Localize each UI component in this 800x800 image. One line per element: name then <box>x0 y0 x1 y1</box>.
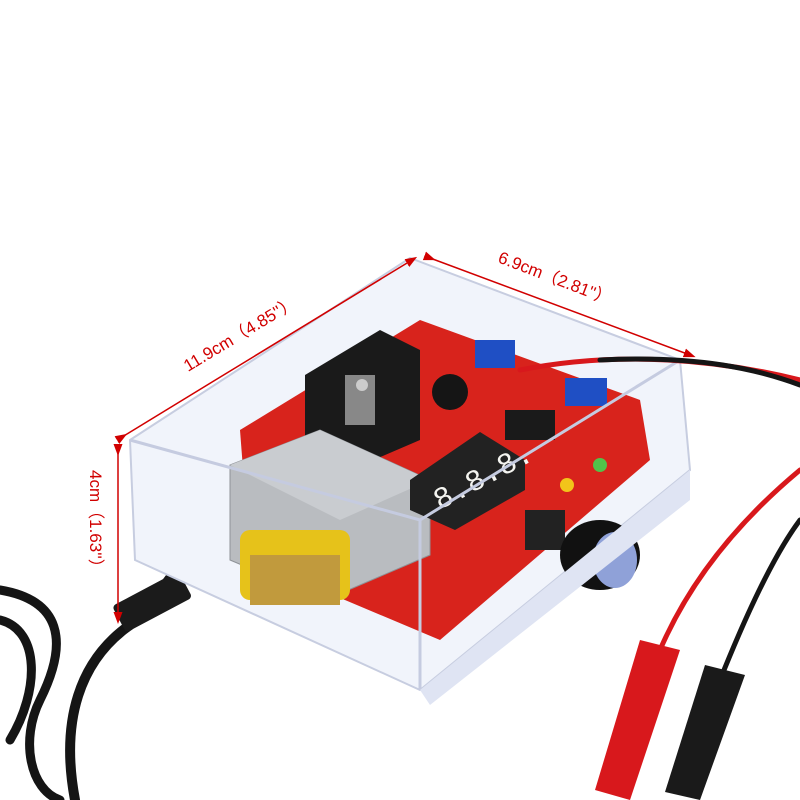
ic-chip <box>505 410 555 440</box>
led-display: 8.8.8. <box>410 432 540 530</box>
buzzer <box>432 374 468 410</box>
acrylic-enclosure: 8.8.8. <box>128 256 692 705</box>
black-alligator-clip <box>665 665 745 800</box>
led-green <box>593 458 607 472</box>
test-leads <box>517 356 800 683</box>
cord-plug <box>113 572 191 632</box>
height-label: 4cm（1.63''） <box>86 470 105 576</box>
transformer <box>229 429 431 605</box>
terminal-block <box>565 378 607 406</box>
led-yellow <box>560 478 574 492</box>
length-dimension-line <box>114 256 418 444</box>
red-alligator-clip <box>595 640 680 800</box>
dimension-annotations <box>113 251 696 624</box>
width-dimension-line <box>422 251 696 358</box>
terminal-block <box>475 340 515 368</box>
